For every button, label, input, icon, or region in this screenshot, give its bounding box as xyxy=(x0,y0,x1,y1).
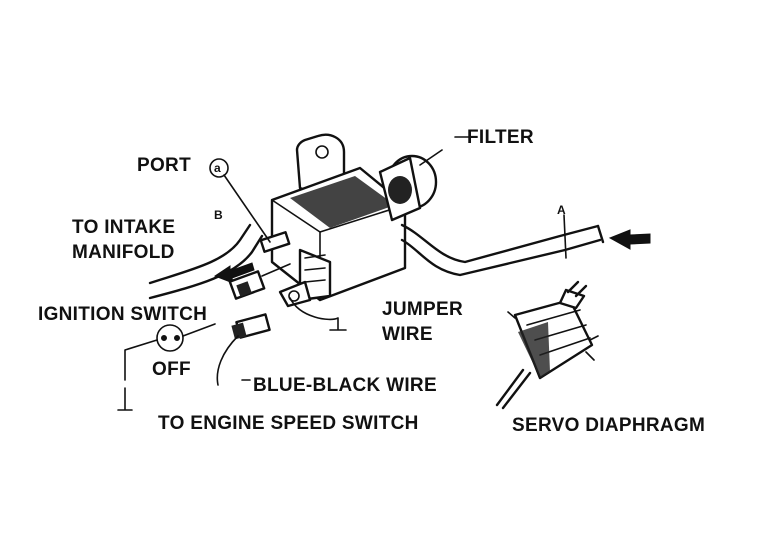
bracket-hole xyxy=(315,145,329,159)
filter-element xyxy=(378,154,438,222)
port-marker-circle xyxy=(209,158,229,178)
label-off: OFF xyxy=(152,359,191,380)
label-servo-diaphragm: SERVO DIAPHRAGM xyxy=(512,415,705,436)
jumper-wire xyxy=(289,297,347,331)
port-leader xyxy=(223,174,271,243)
label-blue-black-wire: BLUE-BLACK WIRE xyxy=(253,375,437,396)
flow-arrow-icon xyxy=(608,229,651,250)
label-jumper: JUMPER xyxy=(382,299,463,320)
label-marker-a: A xyxy=(557,203,566,217)
label-marker-b: B xyxy=(214,208,223,222)
connector-upper xyxy=(228,263,291,300)
hose-a xyxy=(400,223,605,277)
marker-a-leader xyxy=(563,214,567,259)
label-ignition-switch: IGNITION SWITCH xyxy=(38,304,207,325)
label-to-intake: TO INTAKE xyxy=(72,217,175,238)
label-port-marker: a xyxy=(214,161,221,175)
label-to-engine-speed-switch: TO ENGINE SPEED SWITCH xyxy=(158,413,419,434)
servo-diaphragm xyxy=(495,280,599,410)
label-manifold: MANIFOLD xyxy=(72,242,175,263)
solenoid-valve xyxy=(259,133,438,308)
connector-lower xyxy=(231,313,271,340)
label-port: PORT xyxy=(137,155,191,176)
label-wire: WIRE xyxy=(382,324,433,345)
ignition-switch-symbol xyxy=(117,323,216,411)
label-filter: FILTER xyxy=(467,127,534,148)
blue-black-wire xyxy=(216,335,239,386)
